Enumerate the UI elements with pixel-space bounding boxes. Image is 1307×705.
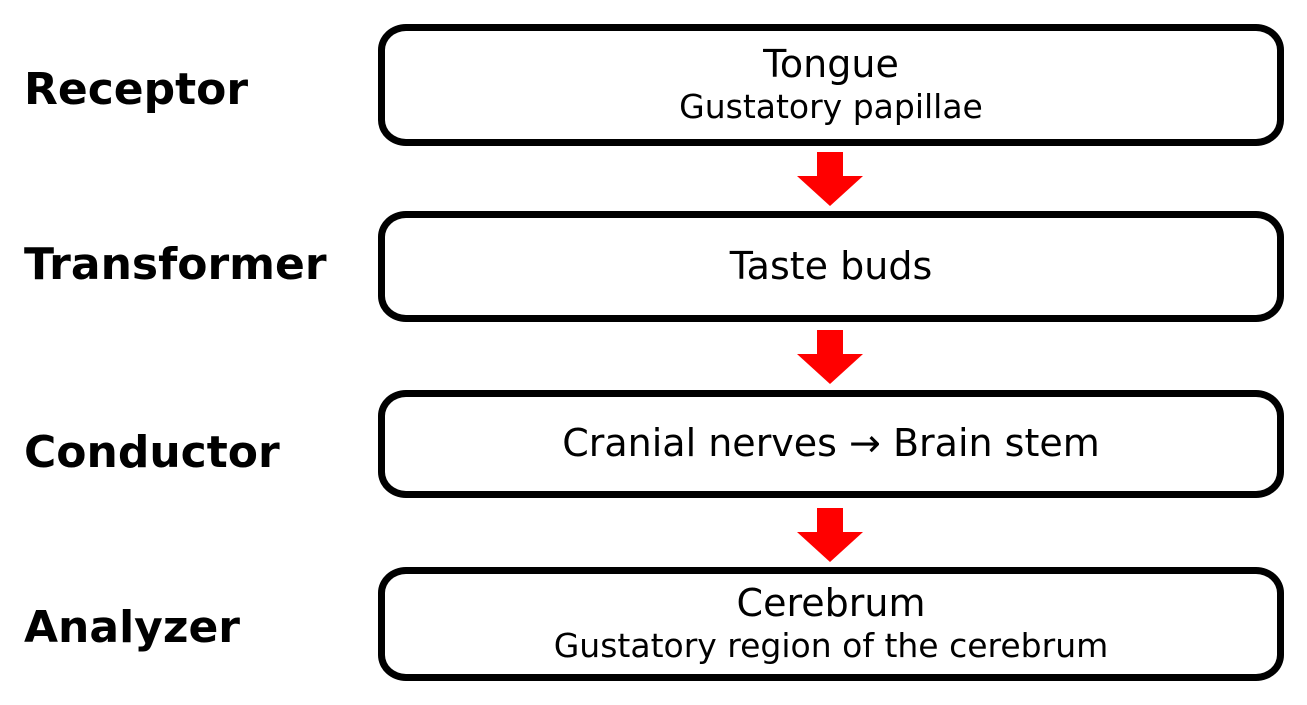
stage-box-analyzer: Cerebrum Gustatory region of the cerebru… [378, 567, 1284, 681]
stage-box-transformer: Taste buds [378, 211, 1284, 322]
stage-box-subtitle: Gustatory papillae [679, 87, 983, 127]
stage-box-title: Tongue [763, 42, 899, 87]
down-arrow-icon [797, 152, 863, 206]
stage-label-analyzer: Analyzer [24, 602, 240, 653]
stage-label-receptor: Receptor [24, 64, 249, 115]
down-arrow-icon [797, 330, 863, 384]
stage-box-title: Cerebrum [736, 581, 926, 626]
stage-box-title: Taste buds [729, 243, 933, 288]
stage-box-subtitle: Gustatory region of the cerebrum [553, 626, 1109, 666]
stage-box-title: Cranial nerves → Brain stem [562, 421, 1100, 466]
stage-box-receptor: Tongue Gustatory papillae [378, 24, 1284, 146]
stage-label-conductor: Conductor [24, 427, 280, 478]
stage-label-transformer: Transformer [24, 239, 327, 290]
down-arrow-icon [797, 508, 863, 562]
stage-box-conductor: Cranial nerves → Brain stem [378, 390, 1284, 498]
